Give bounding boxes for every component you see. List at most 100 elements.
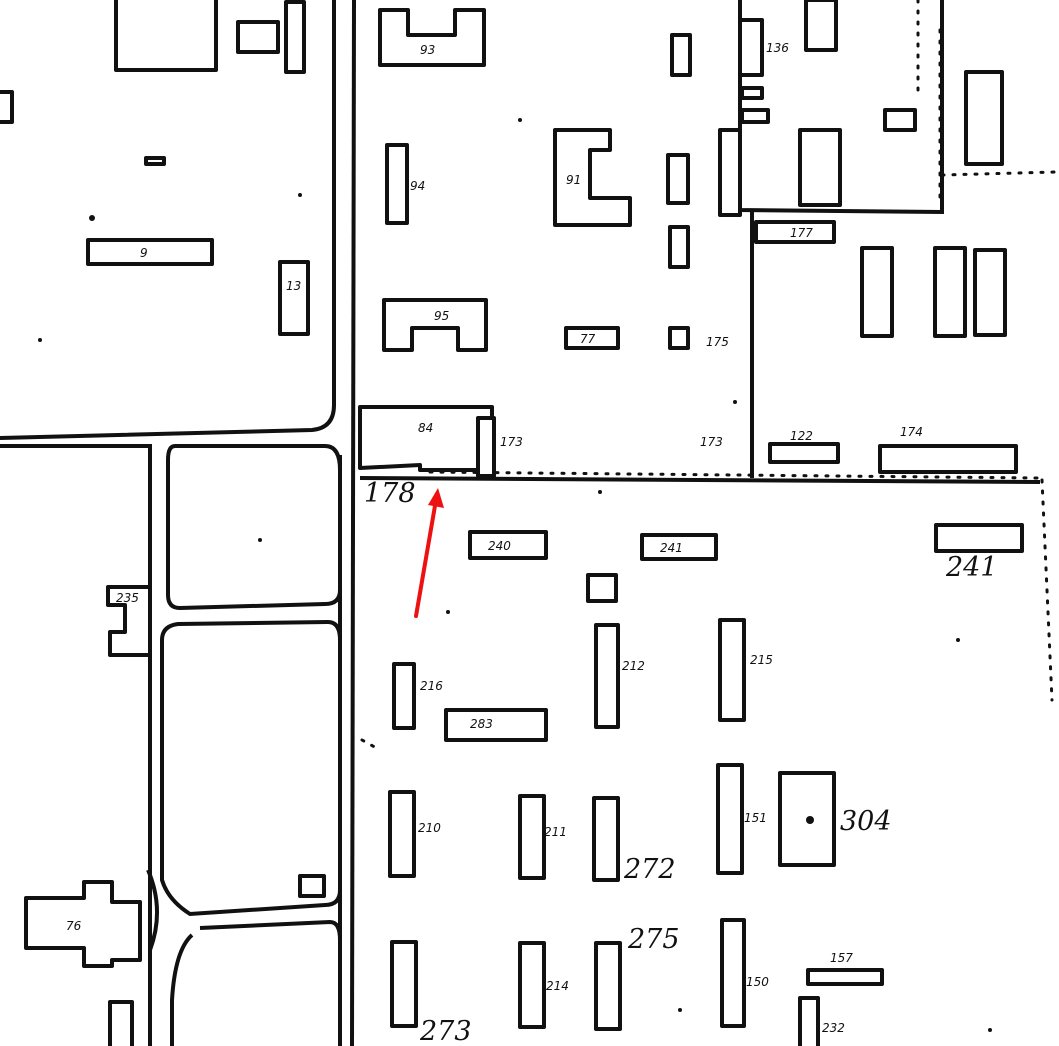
building-136-block <box>804 0 838 52</box>
red-arrow-icon <box>414 488 444 618</box>
arrow-head <box>428 488 444 508</box>
building-93 <box>378 8 486 67</box>
main-road-west-edge <box>0 0 336 440</box>
building-84 <box>358 405 494 472</box>
block-lower <box>160 619 342 917</box>
label-283: 283 <box>470 717 493 731</box>
fence-top-right <box>940 170 1057 177</box>
building-272 <box>592 796 620 882</box>
building-150 <box>720 918 746 1028</box>
label-93: 93 <box>420 43 435 57</box>
scan-specks <box>38 118 992 1032</box>
label-91: 91 <box>566 173 581 187</box>
building-small-1 <box>666 153 690 205</box>
building-speck-9 <box>144 156 166 166</box>
label-84: 84 <box>418 421 433 435</box>
building-top-left-compound <box>114 0 218 72</box>
label-9: 9 <box>140 246 148 260</box>
speck <box>956 638 960 642</box>
building-9 <box>86 238 214 266</box>
label-77: 77 <box>580 332 596 346</box>
building-upper-mid <box>670 33 692 77</box>
building-76 <box>24 880 142 968</box>
speck <box>598 490 602 494</box>
building-95 <box>382 298 488 352</box>
building-small-b <box>740 108 770 124</box>
building-241-right <box>934 523 1024 553</box>
building-small-2 <box>668 225 690 269</box>
building-sq-173 <box>668 326 690 350</box>
building-241 <box>640 533 718 561</box>
speck <box>89 215 95 221</box>
building-right-tall-1 <box>860 246 894 338</box>
label-151: 151 <box>744 811 767 825</box>
arrow-shaft <box>414 498 438 618</box>
building-136 <box>738 18 764 77</box>
fence-east-h <box>428 470 1042 480</box>
building-j-block <box>298 874 326 898</box>
building-edge-left <box>0 90 14 124</box>
label-174: 174 <box>900 425 923 439</box>
building-right-tall-2 <box>933 246 967 338</box>
label-275: 275 <box>627 924 680 955</box>
building-232 <box>798 996 820 1046</box>
building-91 <box>553 128 632 227</box>
building-210 <box>388 790 416 878</box>
building-bottom-left-narrow <box>108 1000 134 1046</box>
block-upper <box>166 444 342 611</box>
speck <box>988 1028 992 1032</box>
building-sq-small <box>586 573 618 603</box>
speck <box>678 1008 682 1012</box>
label-136: 136 <box>766 41 789 55</box>
label-178: 178 <box>364 478 416 509</box>
building-216 <box>392 662 416 730</box>
label-122: 122 <box>790 429 813 443</box>
building-273 <box>390 940 418 1028</box>
label-214: 214 <box>546 979 569 993</box>
building-174 <box>878 444 1018 474</box>
label-241: 241 <box>660 541 683 555</box>
building-235 <box>106 585 152 657</box>
building-right-tall-3 <box>973 248 1007 337</box>
label-95: 95 <box>434 309 449 323</box>
building-94 <box>385 143 409 225</box>
label-173: 173 <box>700 435 723 449</box>
building-tall-right <box>964 70 1004 166</box>
fence-lines <box>360 0 1057 752</box>
speck <box>518 118 522 122</box>
label-13: 13 <box>286 279 301 293</box>
building-283 <box>444 708 548 742</box>
fence-right-v <box>1040 478 1054 702</box>
label-215: 215 <box>750 653 773 667</box>
speck <box>38 338 42 342</box>
building-top-left-c <box>284 0 306 74</box>
label-304: 304 <box>840 806 892 837</box>
speck <box>298 193 302 197</box>
left-road-bottom <box>170 933 194 1046</box>
building-215 <box>718 618 746 722</box>
speck <box>446 610 450 614</box>
buildings <box>0 0 1024 1046</box>
building-small-sq <box>883 108 917 132</box>
label-273: 273 <box>419 1016 472 1046</box>
label-241-handwritten: 241 <box>945 552 998 583</box>
building-240 <box>468 530 548 560</box>
block-bottom <box>199 919 342 1046</box>
label-216: 216 <box>420 679 443 693</box>
building-122 <box>768 442 840 464</box>
building-long-left-of-wall <box>718 128 742 217</box>
building-top-left-b <box>236 20 280 54</box>
label-211: 211 <box>544 825 567 839</box>
building-214 <box>518 941 546 1029</box>
upper-right-wall <box>738 0 944 215</box>
speck <box>258 538 262 542</box>
main-road-east-edge <box>350 0 356 1046</box>
building-77 <box>564 326 620 350</box>
building-small-a <box>740 86 764 100</box>
building-labels: 93 136 94 91 9 13 95 77 177 175 173 84 1… <box>66 41 998 1046</box>
label-210: 210 <box>418 821 441 835</box>
label-150: 150 <box>746 975 769 989</box>
label-212: 212 <box>622 659 645 673</box>
